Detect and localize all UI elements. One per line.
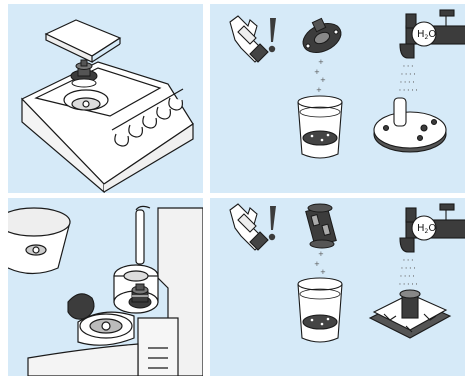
water-stream: ' ' ' ' ' ' ' ' ' ' ' ' ' ' ' ' [399, 258, 418, 290]
svg-text:+: + [318, 250, 324, 258]
panel-clean-sieve: + + + H2O ' ' ' ' ' ' ' ' ' ' [210, 198, 465, 376]
svg-text:' ' ' ' ': ' ' ' ' ' [399, 88, 418, 96]
svg-text:' ' ' ': ' ' ' ' [400, 80, 414, 88]
panel-clean-filter: + + + + H2O ' ' ' ' ' ' ' [210, 4, 465, 193]
sieve-housing [78, 312, 134, 345]
cassette-cover [46, 20, 120, 62]
sieve-icon [306, 204, 337, 248]
svg-text:+: + [318, 58, 324, 66]
svg-text:+: + [320, 76, 326, 84]
filter-housing [64, 90, 108, 110]
exclamation-icon [269, 18, 276, 52]
disinfectant-cup-icon [298, 96, 342, 158]
svg-text:' ' ' ': ' ' ' ' [401, 72, 415, 80]
strainer-rinse-icon [374, 98, 446, 152]
filter-icon [298, 18, 345, 58]
sieve-rinse-icon [370, 290, 450, 338]
falling-debris: + + + + [314, 58, 326, 94]
panel-spittoon-unit [8, 198, 203, 376]
spittoon-bowl [8, 208, 70, 274]
clean-filter-illustration: + + + + H2O ' ' ' ' ' ' ' [210, 4, 465, 193]
clean-sieve-illustration: + + + H2O ' ' ' ' ' ' ' ' ' ' [210, 198, 465, 376]
spittoon-unit-illustration [8, 198, 203, 376]
svg-text:' ' ' ' ': ' ' ' ' ' [399, 282, 418, 290]
gloves-icon [230, 16, 268, 62]
water-stream: ' ' ' ' ' ' ' ' ' ' ' ' ' ' ' ' [399, 64, 418, 96]
svg-text:+: + [320, 268, 326, 276]
svg-text:' ' ': ' ' ' [403, 64, 413, 72]
gloves-icon [230, 204, 268, 250]
unit-body [22, 62, 193, 192]
exclamation-icon [269, 206, 276, 240]
svg-text:' ' ': ' ' ' [403, 258, 413, 266]
svg-text:+: + [316, 86, 322, 94]
dental-unit-illustration [8, 4, 203, 193]
svg-text:' ' ' ': ' ' ' ' [401, 266, 415, 274]
panel-dental-unit [8, 4, 203, 193]
falling-debris: + + + [314, 250, 326, 276]
disinfectant-cup-icon [298, 278, 342, 342]
sieve-cover [68, 294, 94, 319]
svg-text:+: + [314, 260, 320, 268]
svg-text:' ' ' ': ' ' ' ' [400, 274, 414, 282]
svg-text:+: + [314, 68, 320, 76]
